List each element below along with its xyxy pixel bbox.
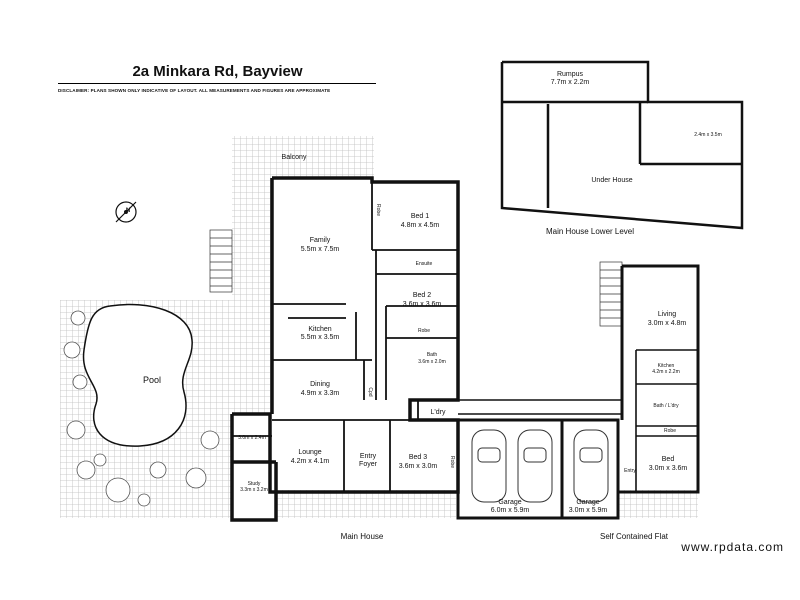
page-title: 2a Minkara Rd, Bayview (132, 63, 303, 80)
flat-kitchen-dim: 4.2m x 2.2m (652, 369, 680, 375)
flat-entry-label: Entry (624, 468, 636, 474)
robe1-label: Robe (375, 204, 381, 216)
foyer-label: Foyer (359, 461, 377, 468)
bath-label: Bath (426, 352, 438, 358)
rumpus-label: Rumpus (556, 71, 584, 78)
garage2-label: Garage (576, 499, 600, 506)
robe2-label: Robe (418, 328, 430, 334)
flat-interior (635, 349, 698, 492)
side-paving (232, 136, 272, 414)
flat-bath-label: Bath / L'dry (653, 403, 679, 409)
flat-living-label: Living (657, 311, 677, 318)
bed2-dim: 3.6m x 3.6m (402, 301, 442, 308)
balcony-label: Balcony (281, 154, 307, 161)
bed2-label: Bed 2 (412, 292, 432, 299)
flat-caption: Self Contained Flat (599, 532, 669, 541)
bed3-dim: 3.6m x 3.0m (398, 463, 438, 470)
disclaimer: DISCLAIMER: PLANS SHOWN ONLY INDICATIVE … (58, 88, 331, 93)
main-house-caption: Main House (340, 532, 384, 541)
lower-level-caption: Main House Lower Level (545, 227, 635, 236)
title-rule (58, 83, 376, 84)
garage1-label: Garage (498, 499, 522, 506)
cars (471, 429, 609, 503)
bed1-dim: 4.8m x 4.5m (400, 222, 440, 229)
garage1-dim: 6.0m x 5.9m (490, 507, 530, 514)
kitchen-dim: 5.5m x 3.5m (300, 334, 340, 341)
compass-graphic (115, 201, 137, 223)
study-label: Study (247, 481, 261, 487)
under-house-label: Under House (591, 177, 633, 184)
flat-walls (618, 264, 700, 494)
garage-walls (456, 418, 620, 520)
study-dim: 3.3m x 3.2m (240, 487, 268, 493)
website-watermark: www.rpdata.com (681, 540, 784, 554)
entry-label: Entry (359, 453, 377, 460)
ensuite-label: Ensuite (415, 261, 433, 267)
dining-label: Dining (310, 381, 330, 388)
bath-dim: 3.6m x 2.0m (418, 359, 446, 365)
connector-walls (458, 399, 622, 415)
lower-level-walls (500, 60, 744, 230)
compass-north-label: N (125, 208, 131, 214)
pool-label: Pool (142, 375, 162, 385)
bed1-label: Bed 1 (410, 213, 430, 220)
small-room-dim: 3.0m x 2.4m (238, 435, 266, 441)
flat-bed-label: Bed (661, 456, 675, 463)
lounge-label: Lounge (298, 449, 322, 456)
flat-bed-dim: 3.0m x 3.6m (648, 465, 688, 472)
family-dim: 5.5m x 7.5m (300, 246, 340, 253)
rumpus-dim: 7.7m x 2.2m (550, 79, 590, 86)
robe3-label: Robe (449, 456, 455, 468)
store-dim: 2.4m x 3.5m (694, 132, 722, 138)
family-label: Family (309, 237, 331, 244)
garage2-dim: 3.0m x 5.9m (568, 507, 608, 514)
garden-shrubs (63, 310, 220, 507)
main-house-interior (232, 182, 458, 492)
main-house-walls (230, 176, 460, 522)
pool-outline (82, 303, 193, 447)
bed3-label: Bed 3 (408, 454, 428, 461)
flat-paving (618, 490, 698, 518)
cpd-label: Cpd (367, 387, 373, 397)
ldry-label: L'dry (430, 409, 446, 416)
flat-living-dim: 3.0m x 4.8m (647, 320, 687, 327)
stairs (209, 229, 623, 327)
kitchen-label: Kitchen (308, 326, 332, 333)
flat-kitchen-label: Kitchen (657, 363, 675, 369)
flat-robe-label: Robe (664, 428, 676, 434)
lounge-dim: 4.2m x 4.1m (290, 458, 330, 465)
front-paving (276, 490, 456, 518)
dining-dim: 4.9m x 3.3m (300, 390, 340, 397)
